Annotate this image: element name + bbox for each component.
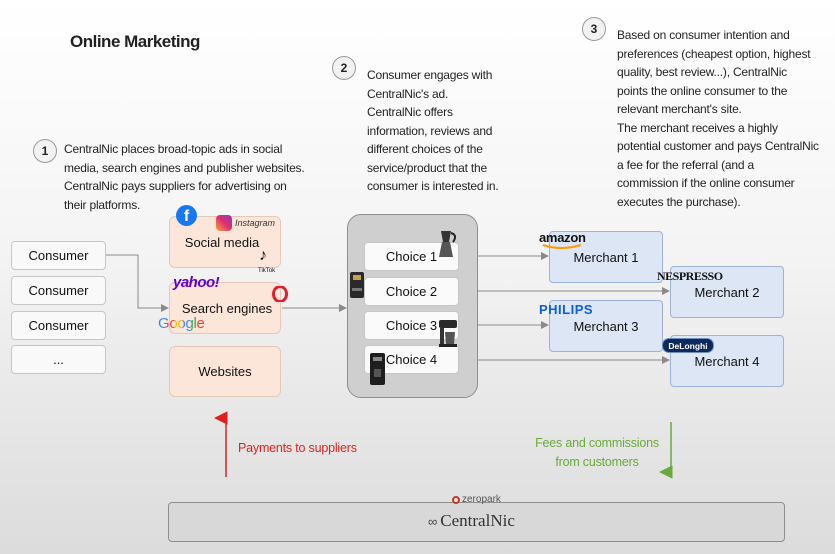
payments-to-suppliers-label: Payments to suppliers [238, 441, 357, 455]
instagram-wordmark: Instagram [235, 218, 276, 228]
tiktok-wordmark: TikTok [258, 268, 276, 274]
step-3-line: commission if the online consumer [617, 176, 795, 190]
fees-line: from customers [555, 455, 639, 469]
consumer-to-search-line [106, 254, 169, 312]
consumer-box: Consumer [11, 241, 106, 270]
facebook-icon: f [176, 205, 197, 226]
centralnic-logo: ∞ CentralNic [428, 511, 515, 531]
step-3-text: Based on consumer intention and preferen… [617, 26, 819, 211]
search-engines-box: Search engines [169, 282, 281, 334]
zeropark-icon [452, 495, 460, 504]
consumer-box: Consumer [11, 276, 106, 305]
drip-coffee-maker-icon [436, 318, 460, 353]
step-3-badge: 3 [582, 17, 606, 41]
centralnic-bar [168, 502, 785, 542]
espresso-machine-icon [366, 351, 390, 392]
instagram-icon [216, 215, 232, 231]
delonghi-logo: DeLonghi [662, 338, 714, 353]
step-3-line: a fee for the referral (and a [617, 157, 754, 172]
amazon-wordmark: amazon [539, 230, 586, 245]
websites-box: Websites [169, 346, 281, 397]
step-3-line: executes the purchase). [617, 194, 741, 209]
step-1-line: CentralNic pays suppliers for advertisin… [64, 179, 287, 193]
page-title: Online Marketing [70, 32, 200, 51]
step-3-line: The merchant receives a highly [617, 120, 778, 135]
step-1-text: CentralNic places broad-topic ads in soc… [64, 140, 305, 214]
step-3-line: points the online consumer to the [617, 83, 788, 98]
step-2-line: CentralNic offers [367, 105, 453, 119]
step-2-line: different choices of the [367, 142, 483, 156]
step-2-line: consumer is interested in. [367, 179, 499, 193]
merchant-3-box: Merchant 3 [549, 300, 663, 352]
step-1-line: CentralNic places broad-topic ads in soc… [64, 142, 283, 156]
step-2-line: Consumer engages with [367, 68, 493, 82]
consumer-box: Consumer [11, 311, 106, 340]
philips-logo: PHILIPS [539, 302, 594, 317]
fees-and-commissions-label: Fees and commissions from customers [530, 434, 664, 472]
fees-line: Fees and commissions [535, 436, 659, 450]
opera-icon [272, 285, 288, 303]
capsule-machine-icon [347, 270, 369, 305]
step-1-line: media, search engines and publisher webs… [64, 160, 305, 175]
step-1-line: their platforms. [64, 197, 141, 212]
google-logo: Google [158, 315, 205, 332]
centralnic-link-icon: ∞ [428, 513, 438, 529]
step-3-line: preferences (cheapest option, highest [617, 46, 811, 61]
moka-pot-icon [435, 229, 459, 264]
amazon-logo: amazon [539, 230, 586, 249]
amazon-smile-icon [542, 244, 582, 249]
step-3-line: Based on consumer intention and [617, 28, 790, 42]
google-wordmark: Google [158, 315, 205, 332]
merchant-2-box: Merchant 2 [670, 266, 784, 318]
social-media-label: Social media [184, 234, 260, 250]
centralnic-wordmark: CentralNic [440, 511, 515, 530]
consumer-box-more: ... [11, 345, 106, 374]
zeropark-wordmark: zeropark [462, 494, 501, 505]
step-2-badge: 2 [332, 56, 356, 80]
search-engines-label: Search engines [181, 300, 273, 316]
yahoo-logo: yahoo! [173, 274, 220, 291]
step-1-badge: 1 [33, 139, 57, 163]
step-3-line: potential customer and pays CentralNic [617, 139, 819, 153]
merchant-1-box: Merchant 1 [549, 231, 663, 283]
zeropark-logo: zeropark [452, 494, 501, 505]
step-2-text: Consumer engages with CentralNic's ad. C… [367, 66, 499, 196]
step-3-line: quality, best review...), CentralNic [617, 65, 787, 79]
step-2-line: information, reviews and [367, 123, 493, 138]
step-2-line: service/product that the [367, 160, 487, 175]
nespresso-logo: NESPRESSO [657, 269, 723, 283]
choice-2-box: Choice 2 [364, 277, 459, 306]
step-2-line: CentralNic's ad. [367, 86, 449, 101]
tiktok-icon: ♪ [259, 247, 267, 264]
step-3-line: relevant merchant's site. [617, 102, 742, 116]
